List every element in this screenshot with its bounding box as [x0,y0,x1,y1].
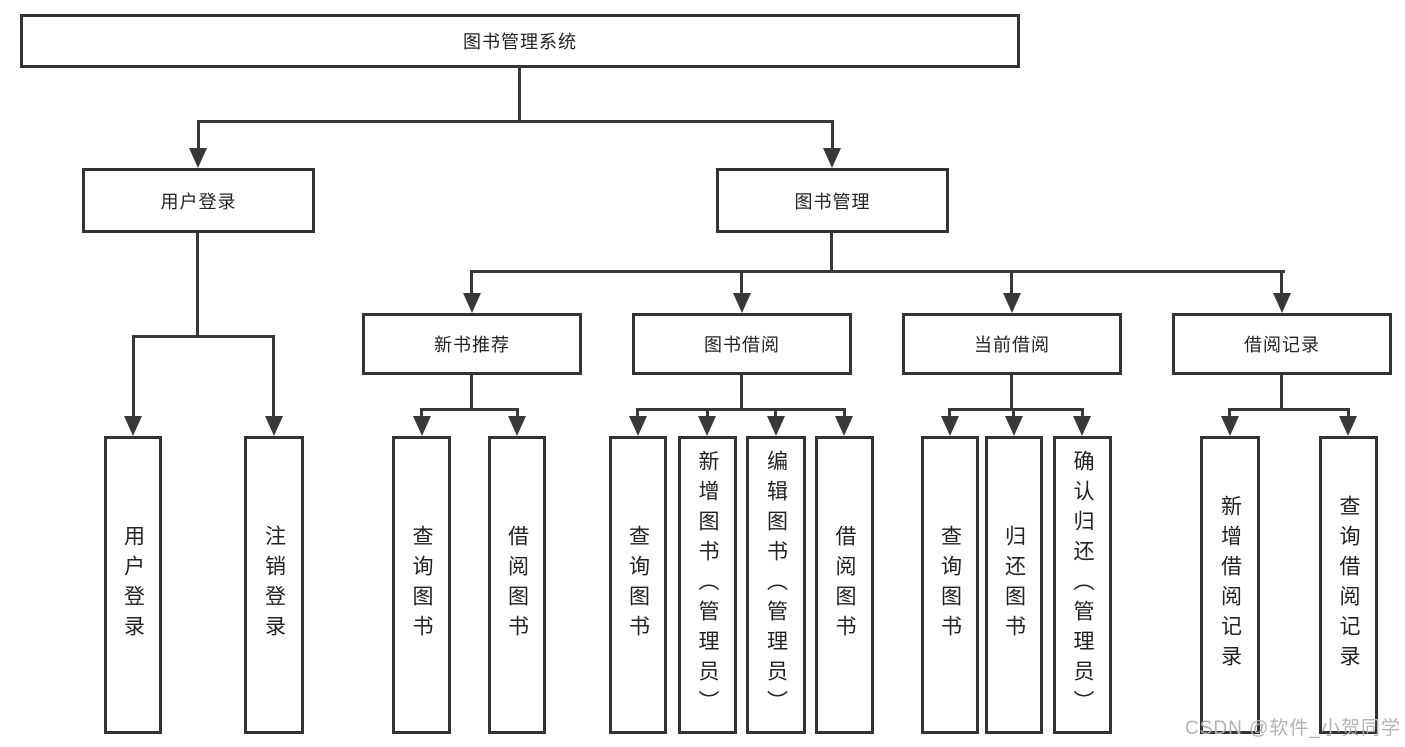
connector-drop-borrow-records [1280,270,1283,295]
arrowhead-leaf-logout [265,416,283,436]
connector-drop-leaf-logout [272,335,275,418]
connector-drop-cb-query [948,408,951,420]
leaf-nb-query-books-label: 查询图书 [410,525,433,645]
connector-drop-book-mgmt [831,120,834,150]
arrowhead-current-borrow [1003,293,1021,313]
connector-drop-nb-query [420,408,423,420]
connector-drop-new-books [470,270,473,295]
arrowhead-br-query [1339,416,1357,436]
arrowhead-bb-edit [767,416,785,436]
node-borrow-records: 借阅记录 [1172,313,1392,375]
leaf-nb-borrow-books-label: 借阅图书 [505,525,529,645]
connector-drop-nb-borrow [516,408,519,420]
node-new-books-label: 新书推荐 [434,335,510,355]
connector-book-mgmt-stem [830,233,833,273]
arrowhead-new-books [463,293,481,313]
leaf-bb-add-books: 新增图书（管理员） [678,436,737,734]
leaf-bb-borrow-books: 借阅图书 [815,436,874,734]
connector-drop-bb-edit [774,408,777,420]
connector-borrow-records-branch [1228,408,1350,411]
connector-drop-bb-borrow [843,408,846,420]
connector-book-borrow-branch [636,408,846,411]
arrowhead-bb-add [698,416,716,436]
connector-current-borrow-stem [1010,375,1013,411]
connector-drop-br-add [1228,408,1231,420]
arrowhead-bb-borrow [835,416,853,436]
leaf-bb-add-books-label: 新增图书（管理员） [696,450,719,720]
connector-book-borrow-stem [740,375,743,411]
connector-new-books-branch [420,408,519,411]
leaf-bb-borrow-books-label: 借阅图书 [833,525,856,645]
connector-drop-br-query [1347,408,1350,420]
leaf-cb-confirm-return-label: 确认归还（管理员） [1071,450,1094,720]
connector-drop-bb-add [706,408,709,420]
leaf-logout: 注销登录 [244,436,304,734]
leaf-nb-borrow-books: 借阅图书 [488,436,546,734]
arrowhead-user-login [189,148,207,168]
connector-root-branch [197,120,834,123]
connector-user-login-stem [196,233,199,338]
connector-drop-book-borrow [740,270,743,295]
leaf-cb-query-books-label: 查询图书 [938,525,962,645]
node-borrow-records-label: 借阅记录 [1244,335,1320,355]
leaf-br-add-record: 新增借阅记录 [1200,436,1260,734]
leaf-nb-query-books: 查询图书 [392,436,451,734]
leaf-cb-confirm-return: 确认归还（管理员） [1053,436,1112,734]
connector-drop-leaf-login [132,335,135,418]
node-user-login: 用户登录 [82,168,315,233]
arrowhead-borrow-records [1273,293,1291,313]
arrowhead-nb-borrow [508,416,526,436]
node-book-mgmt: 图书管理 [716,168,949,233]
node-root: 图书管理系统 [20,14,1020,68]
leaf-bb-query-books-label: 查询图书 [626,525,650,645]
node-book-borrow: 图书借阅 [632,313,852,375]
arrowhead-cb-query [941,416,959,436]
arrowhead-book-mgmt [823,148,841,168]
connector-new-books-stem [470,375,473,411]
node-root-label: 图书管理系统 [463,32,577,52]
node-book-borrow-label: 图书借阅 [704,335,780,355]
connector-drop-bb-query [636,408,639,420]
node-book-mgmt-label: 图书管理 [794,191,871,212]
arrowhead-cb-confirm [1073,416,1091,436]
leaf-logout-label: 注销登录 [262,525,286,645]
arrowhead-book-borrow [733,293,751,313]
leaf-cb-query-books: 查询图书 [921,436,979,734]
arrowhead-nb-query [413,416,431,436]
node-current-borrow: 当前借阅 [902,313,1122,375]
connector-drop-cb-confirm [1081,408,1084,420]
connector-user-login-branch [132,335,275,338]
node-new-books: 新书推荐 [362,313,582,375]
leaf-cb-return-books: 归还图书 [985,436,1043,734]
leaf-user-login-label: 用户登录 [121,525,145,645]
connector-drop-user-login [197,120,200,150]
connector-current-borrow-branch [948,408,1084,411]
arrowhead-leaf-login [124,416,142,436]
connector-drop-current-borrow [1010,270,1013,295]
leaf-bb-edit-books: 编辑图书（管理员） [746,436,806,734]
arrowhead-bb-query [629,416,647,436]
connector-root-stem [518,66,521,123]
leaf-br-query-record: 查询借阅记录 [1319,436,1378,734]
connector-book-mgmt-branch [470,270,1285,273]
leaf-user-login: 用户登录 [104,436,162,734]
connector-drop-cb-return [1012,408,1015,420]
leaf-bb-edit-books-label: 编辑图书（管理员） [764,450,788,720]
arrowhead-cb-return [1005,416,1023,436]
leaf-br-query-record-label: 查询借阅记录 [1337,495,1360,675]
node-user-login-label: 用户登录 [160,191,237,212]
node-current-borrow-label: 当前借阅 [974,335,1050,355]
connector-borrow-records-stem [1280,375,1283,411]
leaf-cb-return-books-label: 归还图书 [1002,525,1026,645]
leaf-br-add-record-label: 新增借阅记录 [1218,495,1242,675]
leaf-bb-query-books: 查询图书 [609,436,667,734]
arrowhead-br-add [1221,416,1239,436]
watermark: CSDN @软件_小贺同学 [1185,718,1401,739]
